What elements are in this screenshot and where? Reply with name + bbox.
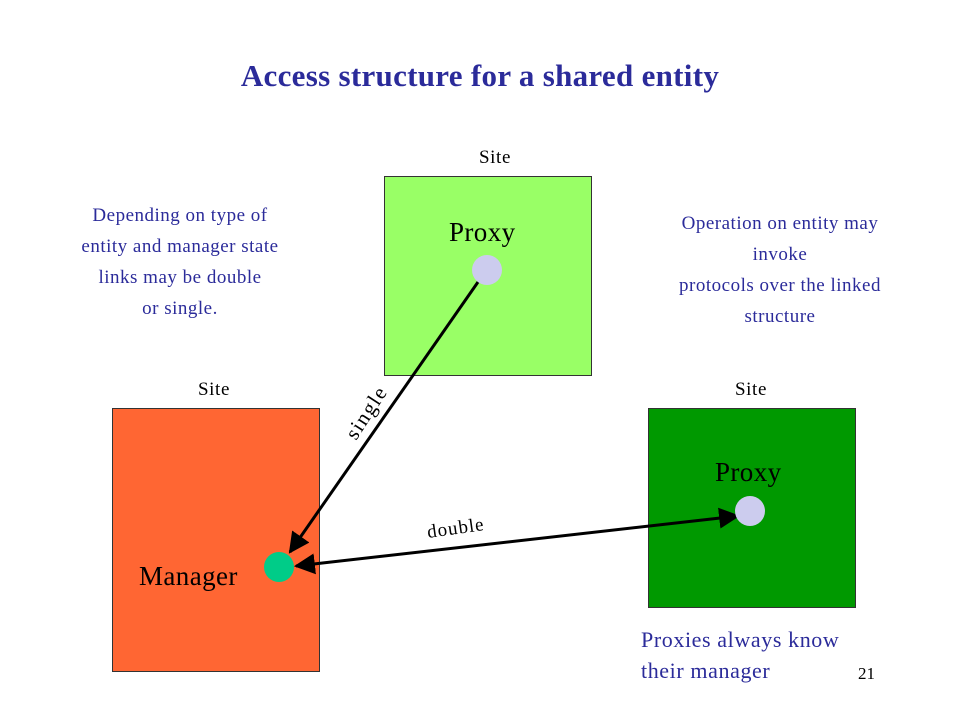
- note-right-line: Operation on entity may: [681, 213, 879, 234]
- site-label-left: Site: [198, 379, 230, 400]
- footer-note-line: Proxies always know: [641, 627, 840, 652]
- proxy-label-right: Proxy: [715, 457, 782, 487]
- site-label-top: Site: [479, 147, 511, 168]
- manager-dot: [264, 552, 294, 582]
- proxy-dot-top: [472, 255, 502, 285]
- page-number: 21: [858, 664, 875, 683]
- manager-label: Manager: [139, 561, 238, 591]
- proxy-dot-right: [735, 496, 765, 526]
- note-right-line: protocols over the linked: [679, 275, 881, 296]
- page-title: Access structure for a shared entity: [240, 58, 720, 93]
- footer-note-line: their manager: [641, 658, 771, 683]
- site-box-left: Manager: [112, 408, 320, 672]
- note-right-line: invoke: [752, 244, 808, 265]
- note-left-line: entity and manager state: [81, 236, 279, 257]
- single-label: single: [340, 381, 392, 444]
- double-label: double: [426, 514, 486, 543]
- single-link-arrow: [288, 281, 480, 554]
- note-left: Depending on type of entity and manager …: [40, 200, 320, 324]
- note-left-line: links may be double: [98, 267, 262, 288]
- site-label-right: Site: [735, 379, 767, 400]
- note-right-line: structure: [744, 306, 816, 327]
- proxy-label-top: Proxy: [449, 217, 516, 247]
- footer-note: Proxies always know their manager: [641, 624, 839, 686]
- double-link-arrow: [293, 507, 741, 575]
- note-left-line: or single.: [142, 298, 218, 319]
- note-right: Operation on entity may invoke protocols…: [640, 208, 920, 332]
- note-left-line: Depending on type of: [92, 205, 268, 226]
